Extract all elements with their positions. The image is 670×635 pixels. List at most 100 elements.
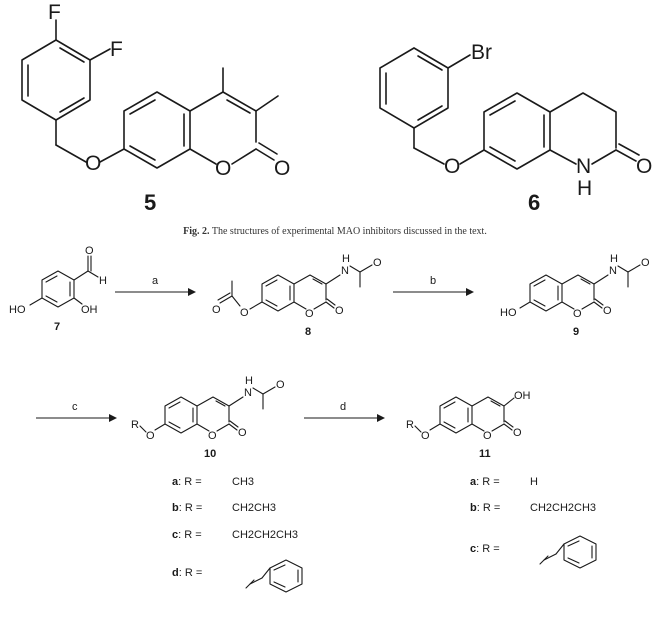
carbonyl-bond: [615, 149, 637, 162]
ch2-bond: [543, 553, 557, 561]
compound-number: 11: [479, 448, 491, 460]
double-bond: [45, 275, 58, 283]
hydrogen-atom: H: [577, 177, 592, 200]
compound-number: 10: [204, 448, 216, 460]
ring-oxygen: O: [573, 308, 582, 320]
r-group-value: CH2CH3: [232, 502, 276, 514]
r-o-bond: [139, 425, 147, 433]
double-bond: [59, 97, 85, 113]
double-bond: [443, 421, 456, 429]
double-bond: [567, 557, 580, 564]
ether-oxygen: O: [85, 152, 101, 175]
double-bond: [533, 279, 546, 287]
reagent-label: c: [72, 401, 78, 413]
caption-text: The structures of experimental MAO inhib…: [211, 226, 487, 237]
phenyl-ring: [563, 535, 597, 569]
arrow-head: [466, 288, 474, 296]
hydroxyl-group: OH: [81, 304, 98, 316]
carbonyl-bond: [593, 301, 603, 309]
ring-o-bond: [581, 301, 595, 310]
oh-bond: [503, 397, 515, 407]
benzo-ring: [529, 274, 563, 312]
double-bond: [580, 278, 591, 285]
double-bond: [129, 99, 156, 115]
benzene-ring: [21, 39, 91, 121]
double-bond: [129, 145, 156, 161]
ring-o-bond: [491, 423, 505, 432]
acetyl-bond: [252, 387, 264, 395]
ch2-bond: [555, 543, 565, 555]
double-bond: [59, 47, 85, 63]
r-group: R: [131, 419, 139, 431]
cho-h-bond: [87, 270, 99, 278]
hydroxyl-group: OH: [514, 390, 531, 402]
quinolinone-benzo-ring: [483, 92, 551, 170]
carbonyl-bond: [503, 423, 513, 431]
pyrone-ring: [293, 274, 327, 301]
acetyl-oxygen: O: [276, 379, 285, 391]
ring-o-bond: [313, 301, 327, 310]
double-bond: [312, 278, 323, 285]
caption-label: Fig. 2.: [183, 226, 210, 237]
coumarin-benzo-ring: [123, 91, 191, 169]
ch2-bond: [249, 577, 263, 585]
methyl-bond: [255, 95, 279, 112]
arrow-head: [188, 288, 196, 296]
o-bond: [99, 148, 125, 163]
acetyl-bond: [617, 265, 629, 273]
compound-number: 9: [573, 326, 579, 338]
o-bond: [429, 423, 441, 431]
amide-hydrogen: H: [610, 253, 618, 265]
phenyl-ring: [269, 559, 303, 593]
acetate-carbonyl: [219, 295, 233, 304]
acetyl-bond: [349, 265, 361, 273]
benzo-ring: [261, 274, 295, 312]
compound-9: HO O O N H O 9: [500, 253, 650, 338]
ch2-bond: [261, 567, 271, 579]
ether-oxygen: O: [421, 430, 430, 442]
acetyl-bond: [359, 264, 373, 273]
arrow-b: b: [393, 275, 474, 296]
ring-o-bond: [471, 423, 485, 432]
benzene-ring: [41, 270, 75, 308]
compound-5: F F O O O 5: [21, 1, 290, 215]
o-bond: [459, 149, 485, 165]
acetyl-bond: [262, 386, 276, 395]
carbonyl-oxygen: O: [513, 427, 522, 439]
ring-o-bond: [231, 148, 257, 165]
carbonyl-bond: [594, 298, 604, 306]
ring-oxygen: O: [305, 308, 314, 320]
n-bond: [325, 274, 341, 285]
compound-10: R O O O N H O 10: [131, 375, 285, 460]
n-bond: [228, 396, 244, 407]
r-group-entry: c: R =: [172, 529, 202, 541]
ring-oxygen: O: [215, 157, 231, 180]
ring-o-bond: [293, 301, 307, 310]
carbonyl-oxygen: O: [274, 157, 290, 180]
ring-oxygen: O: [208, 430, 217, 442]
carbonyl-bond: [229, 420, 239, 428]
arrow-head: [377, 414, 385, 422]
reagent-label: a: [152, 275, 159, 287]
compound-number: 7: [54, 321, 60, 333]
hydroxyl-group: HO: [500, 307, 517, 319]
cho-bond: [73, 270, 89, 281]
aldehyde-hydrogen: H: [99, 275, 107, 287]
ring-o-bond: [216, 423, 230, 432]
double-bond: [215, 400, 226, 407]
n-bond: [591, 149, 617, 165]
pyrone-ring: [196, 396, 230, 423]
r-group-entry: b: R =: [172, 502, 202, 514]
o-bond: [413, 147, 445, 165]
r-group-entry: b: R =: [470, 502, 500, 514]
pyrone-ring: [561, 274, 595, 301]
double-bond: [417, 55, 443, 71]
arrow-head: [109, 414, 117, 422]
o-bond: [154, 423, 166, 431]
r-group-value: CH2CH2CH3: [232, 529, 298, 541]
nitrogen-atom: N: [576, 155, 591, 178]
acetate-oxygen: O: [212, 304, 221, 316]
compound-8: O O O O N H O 8: [212, 253, 382, 338]
double-bond: [567, 540, 580, 547]
